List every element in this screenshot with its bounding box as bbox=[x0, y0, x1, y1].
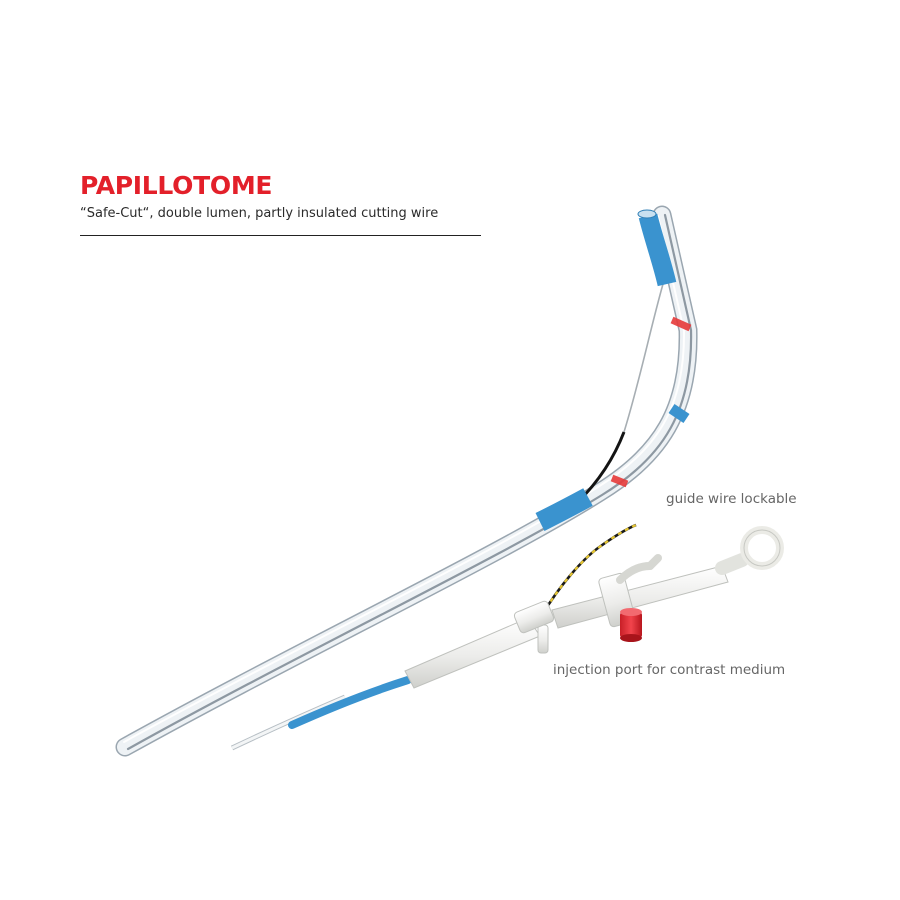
injection-port bbox=[620, 608, 642, 642]
injection-port-callout: injection port for contrast medium bbox=[553, 662, 786, 678]
product-subtitle: “Safe-Cut“, double lumen, partly insulat… bbox=[80, 206, 439, 221]
handle-tubing bbox=[230, 676, 412, 751]
papillotome-handle bbox=[404, 526, 784, 689]
red-marker-bands bbox=[610, 316, 692, 488]
guide-wire-callout: guide wire lockable bbox=[666, 491, 797, 507]
guide-wire bbox=[540, 523, 637, 616]
title-divider bbox=[80, 235, 481, 236]
product-title: PAPILLOTOME bbox=[80, 171, 273, 200]
blue-marker-bands bbox=[535, 209, 690, 531]
